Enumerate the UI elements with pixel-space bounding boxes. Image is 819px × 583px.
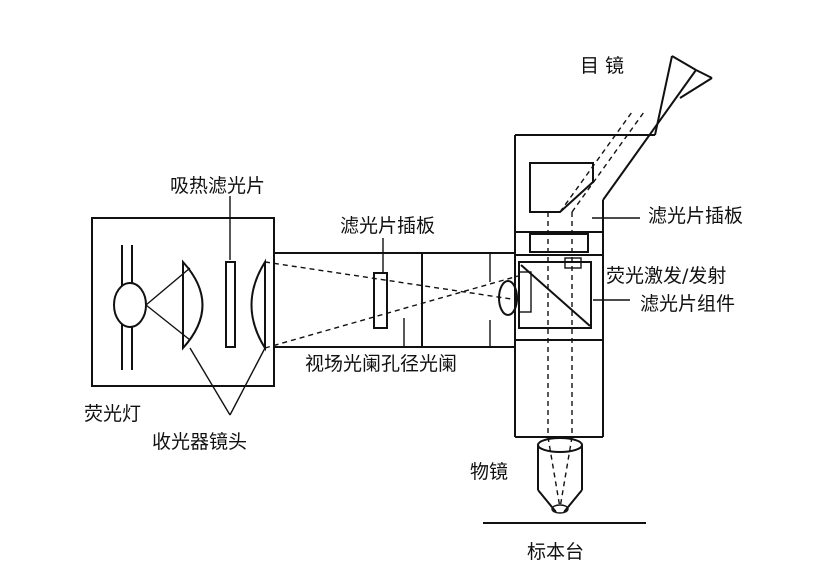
illumination-rays [264,261,519,349]
fluorescent-lamp [113,245,191,370]
label-heat-filter: 吸热滤光片 [170,175,265,197]
objective-lens [537,437,583,514]
label-objective: 物镜 [470,461,508,483]
leader-lines [189,196,640,416]
label-filter-slot-left: 滤光片插板 [340,215,435,237]
filter-slot-element [373,272,388,329]
label-dichroic-line2: 滤光片组件 [640,293,735,315]
label-lamp: 荧光灯 [84,403,141,425]
label-stage: 标本台 [527,541,584,563]
label-filter-slot-right: 滤光片插板 [648,205,743,227]
collector-lens-left [182,259,204,351]
lamp-housing [91,217,275,387]
label-aperture: 视场光阑孔径光阑 [305,353,457,375]
illumination-tube [274,252,515,348]
label-dichroic-line1: 荧光激发/发射 [606,265,726,287]
eyepiece-tube [602,55,713,201]
label-eyepiece: 目 镜 [580,55,624,77]
heat-absorbing-filter [225,261,236,348]
eyepiece-prism [529,162,594,213]
label-collector: 收光器镜头 [152,431,247,453]
filter-slot-right-element [529,233,589,253]
dichroic-filter-cube [518,257,592,329]
relay-lens [498,280,518,316]
microscope-body [514,134,655,438]
observation-rays [547,111,645,509]
collector-lens-right [250,258,266,352]
